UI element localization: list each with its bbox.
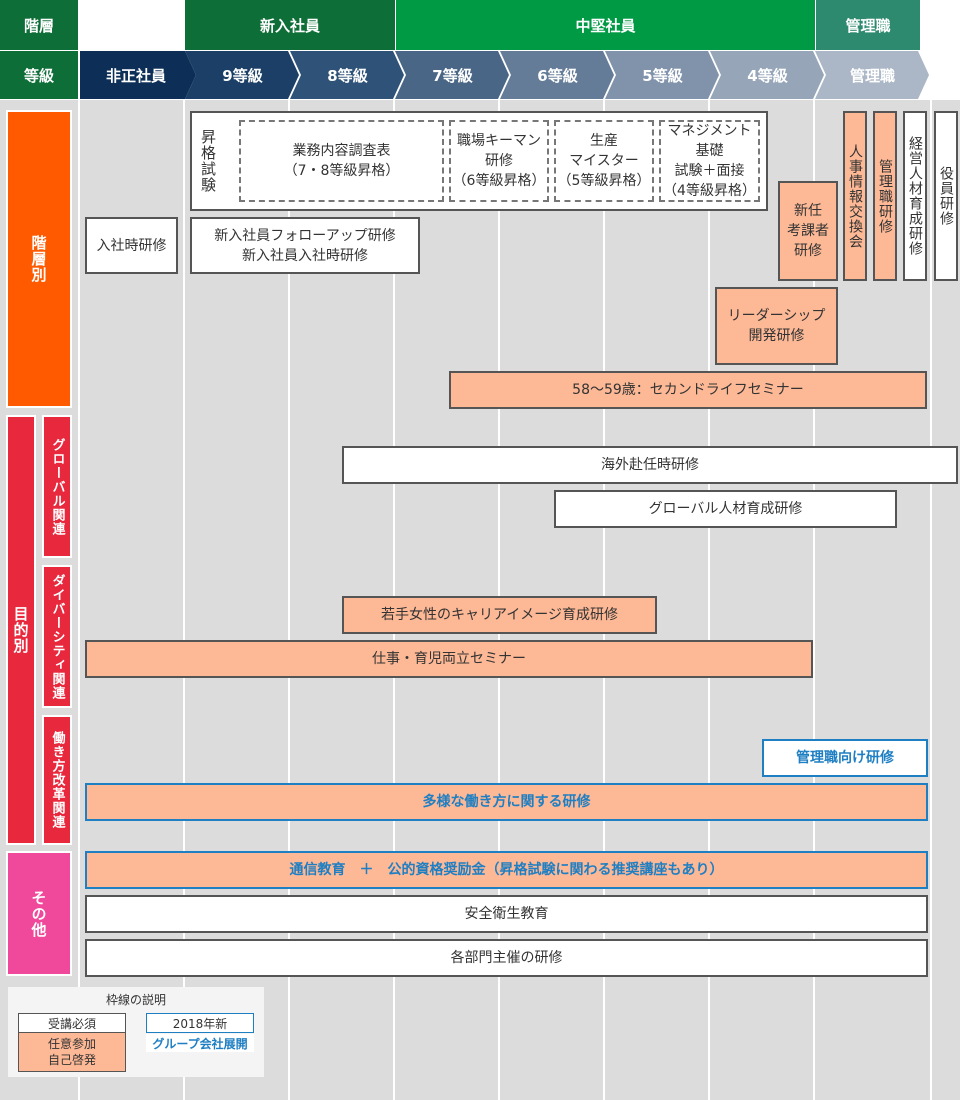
side-global: グローバル関連 xyxy=(42,415,72,558)
training-wakate: 若手女性のキャリアイメージ育成研修 xyxy=(342,596,657,634)
legend-title: 枠線の説明 xyxy=(105,992,166,1007)
header-group-chuken: 中堅社員 xyxy=(396,0,815,50)
training-second-life: 58〜59歳：セカンドライフセミナー xyxy=(449,371,927,409)
side-label: 目的別 xyxy=(11,606,30,654)
header-group-kanri: 管理職 xyxy=(816,0,920,50)
training-kakubumon: 各部門主催の研修 xyxy=(85,939,928,977)
training-followup: 新入社員フォローアップ研修 新入社員入社時研修 xyxy=(190,217,420,274)
training-label: 役員研修 xyxy=(938,166,954,226)
grade-arrows xyxy=(80,51,929,99)
side-sonota: その他 xyxy=(6,851,72,976)
column-separator xyxy=(813,100,815,1100)
legend-required: 受講必須 xyxy=(18,1013,126,1033)
grade-arrow xyxy=(290,51,404,99)
promotion-exam-label: 昇格試験 xyxy=(199,129,217,193)
promo-item-gyomu: 業務内容調査表 （7・8等級昇格） xyxy=(239,120,444,202)
header-group-shinnyu: 新入社員 xyxy=(185,0,395,50)
training-kaigai: 海外赴任時研修 xyxy=(342,446,958,484)
training-label: 管理職研修 xyxy=(877,158,893,234)
training-anzen: 安全衛生教育 xyxy=(85,895,928,933)
side-label: グローバル関連 xyxy=(49,437,65,536)
side-hatarakikata: 働き方改革関連 xyxy=(42,715,72,845)
grade-label: 7等級 xyxy=(432,66,473,85)
header-tokyu: 等級 xyxy=(0,51,78,99)
training-label: 人事情報交換会 xyxy=(847,143,863,249)
column-separator xyxy=(288,100,290,1100)
side-label: ダイバーシティ関連 xyxy=(49,573,65,700)
training-tsushin: 通信教育 ＋ 公的資格奨励金（昇格試験に関わる推奨講座もあり） xyxy=(85,851,928,889)
side-label: 階層別 xyxy=(29,235,48,283)
promo-item-keyman: 職場キーマン 研修 （6等級昇格） xyxy=(449,120,549,202)
legend-group: グループ会社展開 xyxy=(146,1034,254,1052)
header-group-label: 新入社員 xyxy=(259,16,320,35)
grade-arrow xyxy=(500,51,614,99)
grade-label: 5等級 xyxy=(642,66,683,85)
header-kaisou: 階層 xyxy=(0,0,78,50)
column-separator xyxy=(78,100,80,1100)
training-tayou: 多様な働き方に関する研修 xyxy=(85,783,928,821)
grade-label: 8等級 xyxy=(327,66,368,85)
grade-label: 6等級 xyxy=(537,66,578,85)
promo-item-management: マネジメント 基礎 試験＋面接 （4等級昇格） xyxy=(659,120,760,202)
legend-optional: 任意参加 自己啓発 xyxy=(18,1032,126,1072)
grade-arrow xyxy=(815,51,929,99)
grade-arrow xyxy=(605,51,719,99)
training-label: 経営人材育成研修 xyxy=(907,136,923,256)
grade-arrow xyxy=(710,51,824,99)
side-kaisou-betsu: 階層別 xyxy=(6,110,72,408)
header-kaisou-label: 階層 xyxy=(23,16,54,35)
side-label: 働き方改革関連 xyxy=(49,731,65,829)
promotion-exam-frame xyxy=(190,111,768,211)
promo-item-meister: 生産 マイスター （5等級昇格） xyxy=(554,120,654,202)
training-kanrishoku: 管理職研修 xyxy=(873,111,897,281)
header-group-label: 管理職 xyxy=(845,16,891,35)
training-nyusha: 入社時研修 xyxy=(85,217,178,274)
grade-label: 管理職 xyxy=(849,66,895,85)
training-keiei: 経営人材育成研修 xyxy=(903,111,927,281)
grade-label: 非正社員 xyxy=(105,66,166,85)
grade-arrow xyxy=(80,51,196,99)
training-global-jinzai: グローバル人材育成研修 xyxy=(554,490,897,528)
grade-arrow xyxy=(395,51,509,99)
training-jinji: 人事情報交換会 xyxy=(843,111,867,281)
grade-label: 4等級 xyxy=(747,66,788,85)
column-separator xyxy=(708,100,710,1100)
legend-new2018: 2018年新 xyxy=(146,1013,254,1033)
column-separator xyxy=(183,100,185,1100)
side-mokuteki-betsu: 目的別 xyxy=(6,415,36,845)
grade-label: 9等級 xyxy=(222,66,263,85)
training-shinnin: 新任 考課者 研修 xyxy=(778,181,838,281)
header-group-label: 中堅社員 xyxy=(575,16,636,35)
training-leader: リーダーシップ 開発研修 xyxy=(715,287,838,365)
side-label: その他 xyxy=(29,889,48,938)
header-tokyu-label: 等級 xyxy=(23,66,54,85)
training-yakuin: 役員研修 xyxy=(934,111,958,281)
side-diversity: ダイバーシティ関連 xyxy=(42,565,72,708)
training-kanri-muke: 管理職向け研修 xyxy=(762,739,928,777)
grade-arrow xyxy=(185,51,299,99)
training-ikuji: 仕事・育児両立セミナー xyxy=(85,640,813,678)
column-separator xyxy=(930,100,932,1100)
